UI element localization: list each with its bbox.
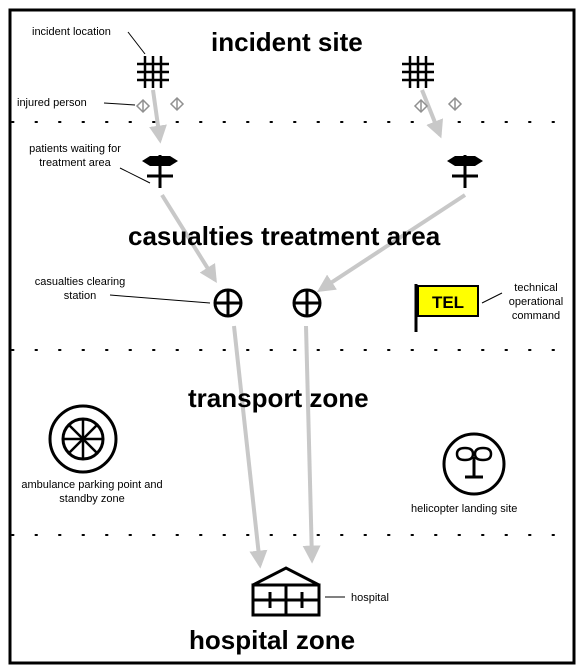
arrow-incident-left	[149, 89, 167, 144]
label-incident-location: incident location	[32, 26, 111, 38]
zone-title-transport-zone: transport zone	[188, 383, 369, 413]
label-ambulance-point: ambulance parking point and standby zone	[21, 479, 163, 505]
hospital-icon	[251, 566, 321, 617]
label-clearing-station: casualties clearing station	[34, 276, 126, 302]
zone-title-treatment-area: casualties treatment area	[128, 221, 441, 251]
clearing-station-icon	[292, 288, 322, 318]
injured-person-icon	[135, 96, 463, 114]
arrow-waiting-right	[316, 193, 467, 292]
clearing-station-icon	[213, 288, 243, 318]
helicopter-landing-icon	[442, 432, 506, 496]
label-helicopter-site: helicopter landing site	[411, 503, 518, 515]
tel-sign-text: TEL	[432, 293, 464, 312]
flow-arrows	[149, 89, 467, 569]
patients-waiting-icon	[447, 155, 483, 188]
arrow-station-left	[232, 325, 268, 569]
incident-location-icon	[137, 56, 169, 88]
arrow-station-right	[302, 325, 321, 564]
leader-lines	[103, 31, 503, 598]
label-tel-command: technical operational command	[508, 282, 564, 322]
label-injured-person: injured person	[17, 97, 87, 109]
label-patients-waiting: patients waiting for treatment area	[29, 143, 121, 169]
arrow-waiting-left	[160, 193, 217, 284]
ambulance-parking-icon	[48, 404, 118, 474]
arrow-incident-right	[420, 89, 444, 139]
outer-frame	[8, 8, 576, 665]
zone-title-hospital-zone: hospital zone	[189, 625, 356, 655]
zone-title-incident-site: incident site	[211, 27, 363, 57]
label-hospital: hospital	[351, 592, 389, 604]
tel-flag-icon	[414, 284, 479, 332]
incident-location-icon	[402, 56, 434, 88]
patients-waiting-icon	[142, 155, 178, 188]
